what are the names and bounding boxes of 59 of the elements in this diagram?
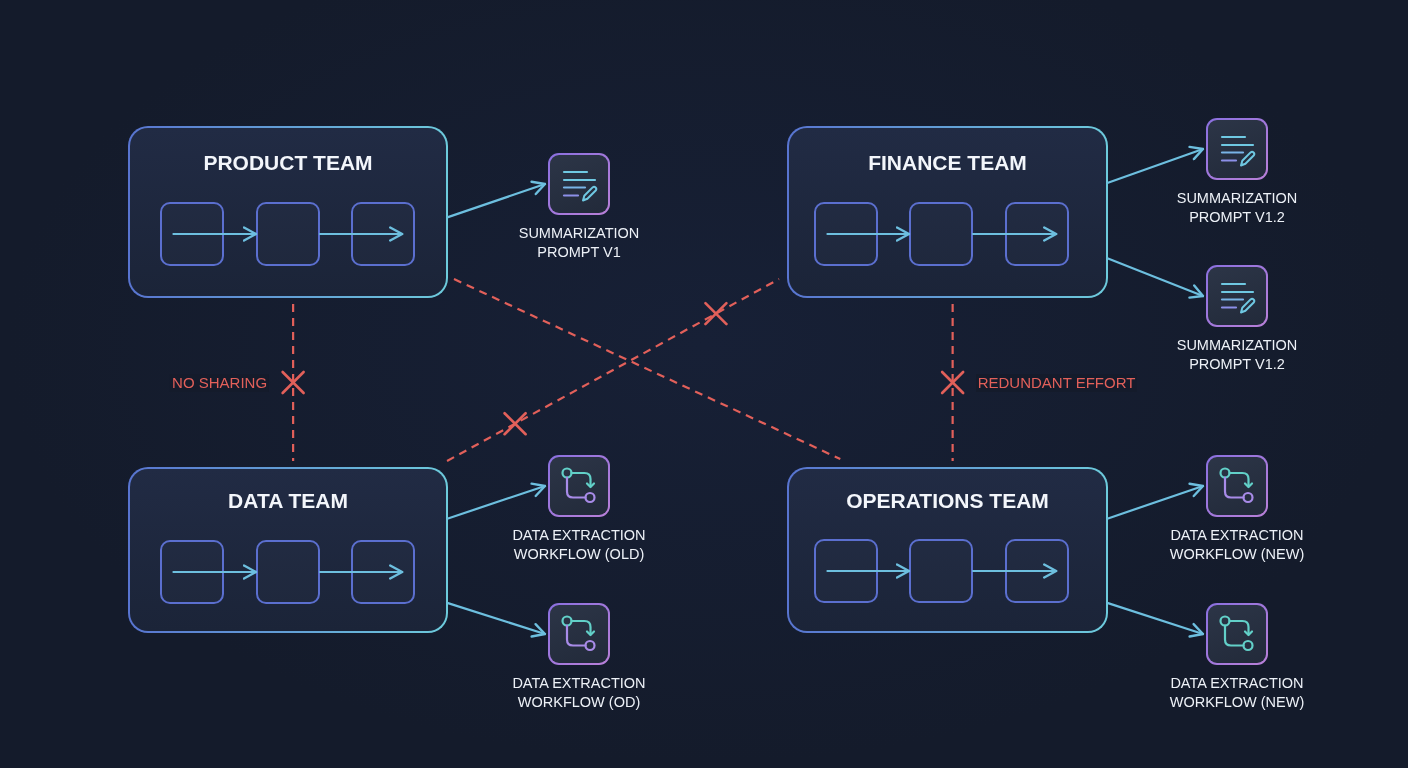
arrow [446,602,547,638]
tile-caption: DATA EXTRACTION WORKFLOW (NEW) [1169,526,1305,564]
step-box [256,202,320,266]
arrow [446,180,547,219]
panel-title: DATA TEAM [228,488,348,514]
tile-caption: DATA EXTRACTION WORKFLOW (OD) [511,674,647,712]
arrow [446,482,547,520]
team-panel [787,126,1108,298]
arrow [826,563,911,579]
panel-title: FINANCE TEAM [868,150,1027,176]
artifact-tile [548,153,610,215]
step-box [909,202,973,266]
cross-mark-icon [281,370,305,395]
arrow [172,564,258,580]
step-box [160,202,224,266]
cross-mark-icon [503,411,527,436]
artifact-tile [1206,265,1268,327]
step-box [256,540,320,604]
arrow [971,563,1058,579]
step-box [351,202,415,266]
edge-label: NO SHARING [170,373,270,392]
cross-mark-icon [704,301,728,326]
arrow [971,226,1058,242]
artifact-tile [548,603,610,665]
step-box [1005,539,1069,603]
step-box [814,202,878,266]
arrow [318,226,404,242]
step-box [909,539,973,603]
dashed-line [446,278,780,462]
arrow [1106,482,1205,520]
dashed-line [453,278,841,460]
step-box [160,540,224,604]
step-box [1005,202,1069,266]
tile-caption: SUMMARIZATION PROMPT V1.2 [1176,189,1298,227]
team-panel [128,126,448,298]
tile-caption: SUMMARIZATION PROMPT V1.2 [1176,336,1298,374]
arrow [1106,257,1205,299]
tile-caption: SUMMARIZATION PROMPT V1 [518,224,640,262]
dashed-line [951,304,954,461]
arrow [826,226,911,242]
arrow [1106,145,1205,184]
arrow [172,226,258,242]
edge-label: REDUNDANT EFFORT [975,373,1138,392]
arrow [1106,602,1205,638]
panel-title: PRODUCT TEAM [203,150,373,176]
cross-mark-icon [940,370,965,395]
team-panel [787,467,1108,633]
arrow [318,564,404,580]
step-box [351,540,415,604]
artifact-tile [1206,118,1268,180]
team-panel [128,467,448,633]
artifact-tile [548,455,610,517]
panel-title: OPERATIONS TEAM [846,488,1049,514]
tile-caption: DATA EXTRACTION WORKFLOW (NEW) [1169,674,1305,712]
artifact-tile [1206,455,1268,517]
step-box [814,539,878,603]
artifact-tile [1206,603,1268,665]
dashed-line [292,304,295,461]
tile-caption: DATA EXTRACTION WORKFLOW (OLD) [511,526,647,564]
